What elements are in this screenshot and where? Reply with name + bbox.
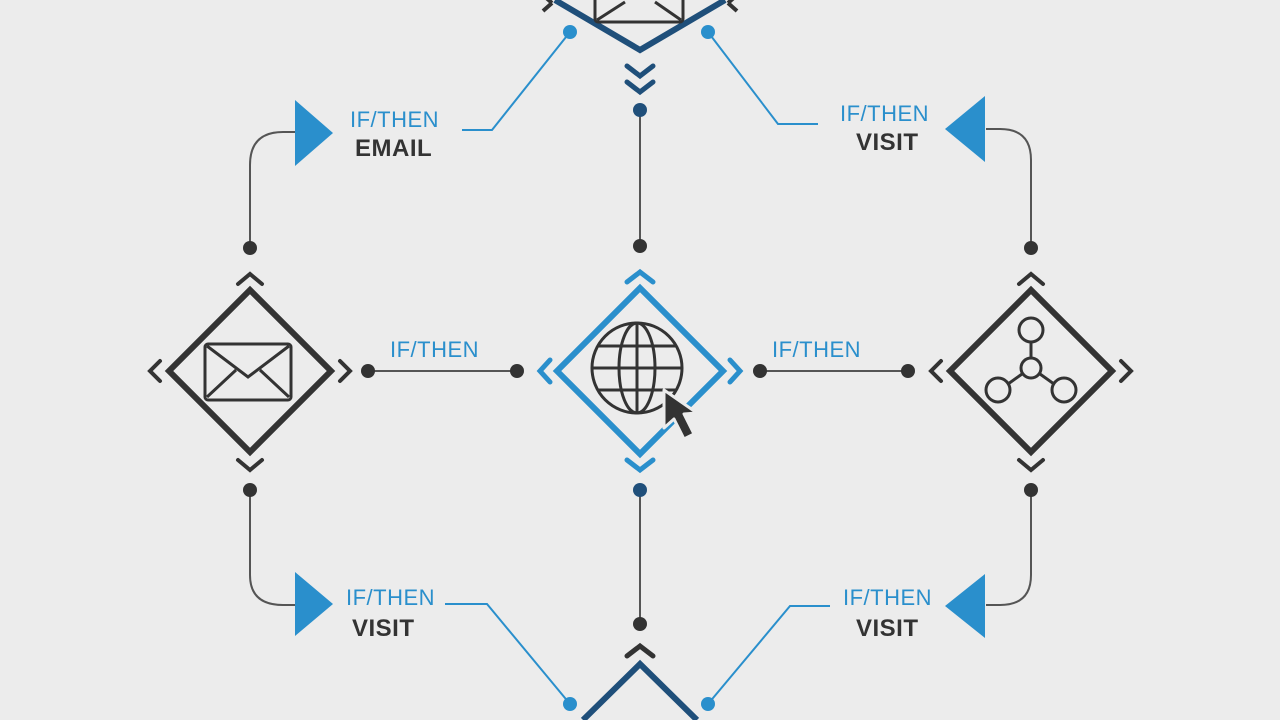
leader-top-left: [462, 31, 571, 131]
chevron-left-icon: [541, 0, 554, 13]
leader-top-right: [707, 31, 818, 125]
label-top-left-condition: IF/THEN: [350, 107, 439, 132]
chevron-right-icon: [1119, 359, 1134, 383]
chevron-right-icon: [726, 0, 739, 13]
dot: [901, 364, 915, 378]
chevron-right-icon: [338, 359, 353, 383]
dot: [563, 25, 577, 39]
diamond-outline: [553, 0, 727, 54]
arrow-left-icon: [945, 96, 985, 162]
connector-dots: [243, 239, 1038, 631]
envelope-icon: [203, 342, 293, 402]
chevron-down-icon: [236, 458, 264, 473]
chevron-down-icon: [1017, 458, 1045, 473]
dot: [633, 239, 647, 253]
top-email-node[interactable]: [541, 0, 739, 96]
blue-dots: [563, 25, 715, 711]
bottom-node[interactable]: [580, 642, 700, 720]
email-node[interactable]: [147, 271, 353, 473]
dot: [563, 697, 577, 711]
blue-arrowheads: [295, 96, 985, 638]
web-node[interactable]: [536, 268, 744, 474]
label-top-left-action: EMAIL: [355, 135, 432, 162]
cursor-icon: [662, 388, 699, 441]
label-middle-left-condition: IF/THEN: [390, 337, 479, 362]
label-bottom-right-condition: IF/THEN: [843, 585, 932, 610]
navy-dots: [633, 103, 647, 497]
dot: [753, 364, 767, 378]
arrow-right-icon: [295, 100, 333, 166]
chevron-up-icon: [624, 642, 656, 659]
dot: [1024, 483, 1038, 497]
dot: [701, 25, 715, 39]
globe-icon: [590, 321, 684, 415]
dot: [510, 364, 524, 378]
arrow-right-icon: [295, 572, 333, 636]
diamond-outline: [945, 285, 1117, 457]
dot: [633, 103, 647, 117]
envelope-icon: [593, 0, 685, 24]
chevron-right-icon: [727, 357, 744, 385]
chevron-left-icon: [928, 359, 943, 383]
chevron-down-icon: [624, 63, 656, 80]
connector-left-upper: [249, 131, 296, 248]
diamond-outline: [552, 283, 728, 459]
arrow-left-icon: [945, 574, 985, 638]
connector-right-lower: [986, 492, 1032, 606]
label-top-right-action: VISIT: [856, 129, 919, 156]
dot: [633, 617, 647, 631]
network-hub-icon: [984, 316, 1078, 404]
dot: [243, 241, 257, 255]
chevron-left-icon: [147, 359, 162, 383]
connectors: [249, 31, 1032, 705]
label-bottom-left-action: VISIT: [352, 615, 415, 642]
dot: [701, 697, 715, 711]
chevron-up-icon: [624, 268, 656, 285]
chevron-up-icon: [1017, 271, 1045, 286]
label-top-right-condition: IF/THEN: [840, 101, 929, 126]
dot: [361, 364, 375, 378]
dot: [1024, 241, 1038, 255]
leader-bottom-left: [445, 603, 571, 705]
chevron-up-icon: [236, 271, 264, 286]
label-middle-right-condition: IF/THEN: [772, 337, 861, 362]
diamond-outline: [164, 285, 336, 457]
dot: [633, 483, 647, 497]
chevron-down-icon: [624, 457, 656, 474]
label-bottom-right-action: VISIT: [856, 615, 919, 642]
label-bottom-left-condition: IF/THEN: [346, 585, 435, 610]
connector-left-lower: [249, 492, 296, 606]
chevron-down-icon: [624, 79, 656, 96]
chevron-left-icon: [536, 357, 553, 385]
connector-right-upper: [986, 128, 1032, 248]
labels: IF/THEN EMAIL IF/THEN VISIT IF/THEN IF/T…: [346, 101, 932, 642]
dot: [243, 483, 257, 497]
network-node[interactable]: [928, 271, 1134, 473]
diamond-outline: [580, 659, 700, 720]
leader-bottom-right: [707, 605, 830, 705]
